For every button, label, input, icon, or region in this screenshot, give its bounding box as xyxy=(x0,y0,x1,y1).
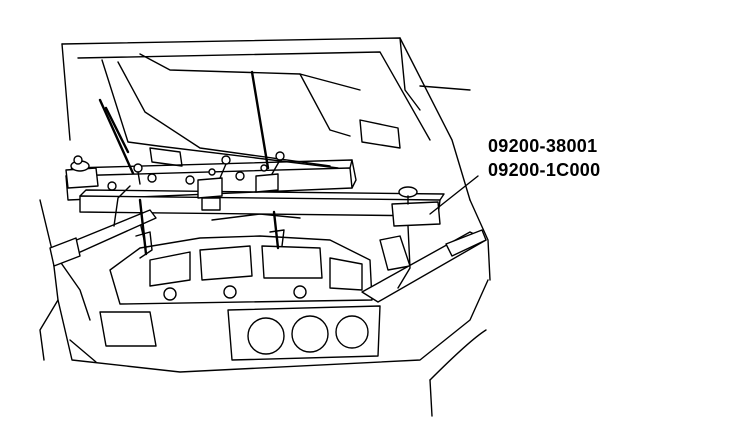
part-number-label-2: 09200-1C000 xyxy=(488,160,601,180)
part-number-label-1: 09200-38001 xyxy=(488,136,598,156)
adjuster-knobs xyxy=(73,151,285,191)
left-support-leg xyxy=(49,209,157,267)
hook-adjusters xyxy=(113,173,411,289)
front-grille xyxy=(99,305,381,361)
right-support-leg xyxy=(361,229,487,303)
hood-panel xyxy=(61,37,471,201)
part-number-callout: 09200-38001 09200-1C000 xyxy=(488,134,600,182)
label-leader-line xyxy=(429,175,479,215)
